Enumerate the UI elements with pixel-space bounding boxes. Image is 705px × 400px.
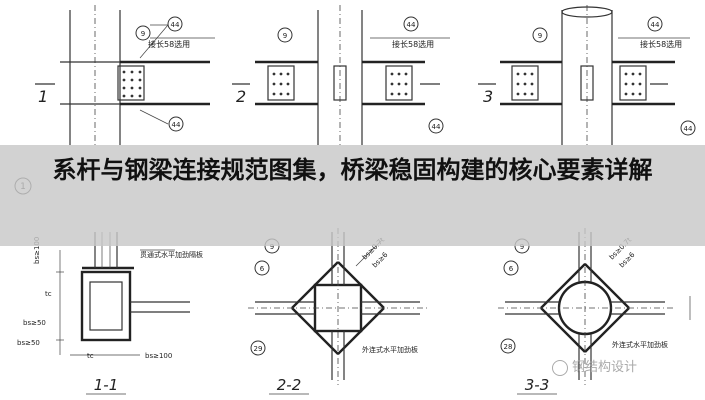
bubble-9	[277, 27, 293, 43]
section-3-bubble-top: 9	[520, 243, 524, 251]
section-label-1-1: 1-1	[94, 376, 119, 394]
bubble-9	[135, 25, 151, 41]
section-1-bs-bottom: bs≥50	[17, 339, 40, 347]
detail-1	[35, 5, 215, 145]
bubble-9	[532, 27, 548, 43]
bubble-44	[167, 16, 183, 32]
detail-3-bubble-c: 44	[684, 125, 693, 133]
detail-3-bubble-a: 9	[538, 32, 542, 40]
bubble-44	[168, 116, 184, 132]
page-title: 系杆与钢梁连接规范图集，桥梁稳固构建的核心要素详解	[52, 156, 653, 184]
detail-3-bubble-b: 44	[651, 21, 660, 29]
detail-2-bubble-c: 44	[432, 123, 441, 131]
section-mark-3: 3	[483, 87, 493, 106]
section-2-bubble-bottom: 29	[254, 345, 263, 353]
detail-2-bubble-b: 44	[407, 21, 416, 29]
bubble-6	[254, 260, 270, 276]
bubble-6	[503, 260, 519, 276]
detail-1-bubble-b: 44	[171, 21, 180, 29]
detail-2	[232, 5, 450, 145]
section-3-bubble-mid: 6	[509, 265, 514, 273]
section-label-2-2: 2-2	[277, 376, 302, 394]
section-2-bubble-mid: 6	[260, 265, 265, 273]
bubble-28	[500, 338, 516, 354]
detail-1-note: 接长58选用	[148, 39, 190, 49]
section-mark-1: 1	[38, 87, 48, 106]
section-1-note: 贯通式水平加劲隔板	[140, 250, 203, 259]
section-1-1	[56, 232, 190, 356]
section-3-bubble-bottom: 28	[504, 343, 513, 351]
section-3-note: 外连式水平加劲板	[612, 340, 668, 349]
detail-3	[478, 5, 696, 145]
section-1-bs-top: bs≥100	[33, 237, 41, 264]
bubble-44	[403, 16, 419, 32]
detail-1-bubble-c: 44	[172, 121, 181, 129]
section-2-bubble-top: 9	[270, 243, 274, 251]
bubble-44	[428, 118, 444, 134]
bubble-29	[250, 340, 266, 356]
watermark-logo-icon	[552, 359, 568, 376]
watermark: 钢结构设计	[552, 356, 637, 376]
watermark-text: 钢结构设计	[572, 360, 638, 375]
section-label-3-3: 3-3	[525, 376, 550, 394]
section-1-bs-right: bs≥100	[145, 352, 172, 360]
bubble-44	[680, 120, 696, 136]
detail-3-note: 接长58选用	[640, 39, 682, 49]
detail-2-bubble-a: 9	[283, 32, 287, 40]
section-1-bs-left: bs≥50	[23, 319, 46, 327]
bubble-44	[647, 16, 663, 32]
detail-1-bubble-a: 9	[141, 30, 145, 38]
title-overlay	[0, 145, 705, 246]
section-mark-2: 2	[236, 87, 246, 106]
section-1-tc-bottom: tc	[87, 352, 94, 360]
section-2-note: 外连式水平加劲板	[362, 345, 418, 354]
section-1-tc: tc	[45, 290, 52, 298]
detail-2-note: 接长58选用	[392, 39, 434, 49]
